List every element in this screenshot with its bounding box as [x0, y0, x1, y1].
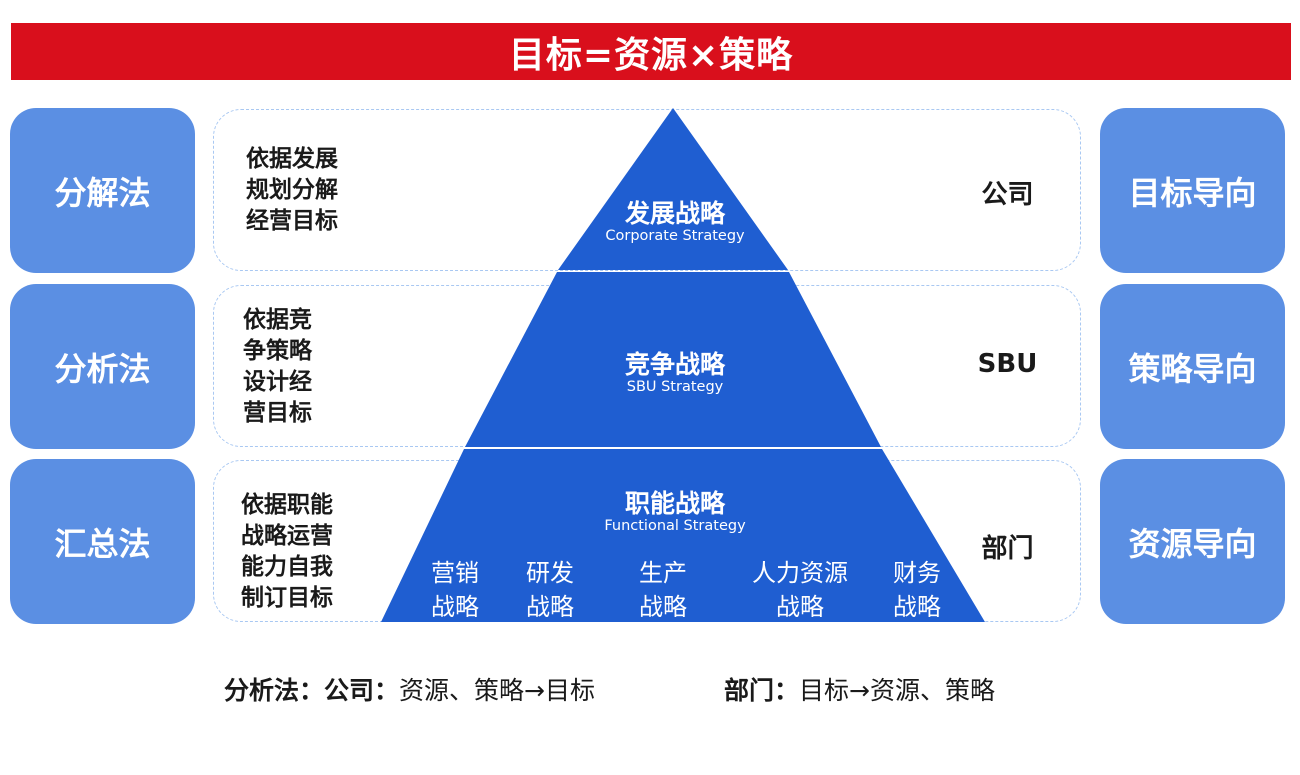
- func-item-marketing: 营销战略: [431, 559, 479, 621]
- tier-subtitle-corporate: Corporate Strategy: [605, 228, 745, 244]
- tier-title-sbu: 竞争战略: [624, 350, 725, 379]
- level-label-sbu: SBU: [977, 349, 1038, 379]
- orientation-box-goal: 目标导向: [1100, 108, 1285, 273]
- basis-text-company: 依据发展 规划分解 经营目标: [246, 146, 338, 234]
- tier-subtitle-functional: Functional Strategy: [604, 518, 746, 534]
- basis-text-department: 依据职能 战略运营 能力自我 制订目标: [241, 492, 333, 611]
- footer-department-label: 部门：: [724, 676, 800, 705]
- method-box-aggregate: 汇总法: [10, 459, 195, 624]
- method-box-analyze: 分析法: [10, 284, 195, 449]
- orientation-box-resource: 资源导向: [1100, 459, 1285, 624]
- level-label-company: 公司: [981, 180, 1034, 210]
- orientation-box-strategy: 策略导向: [1100, 284, 1285, 449]
- tier-title-corporate: 发展战略: [624, 199, 725, 228]
- method-box-decompose: 分解法: [10, 108, 195, 273]
- pyramid-tier-corporate: [558, 108, 788, 270]
- pyramid-tier-sbu: [465, 272, 881, 447]
- tier-title-functional: 职能战略: [624, 489, 725, 518]
- footer-department-text: 目标→资源、策略: [799, 676, 995, 705]
- footer-company-text: 资源、策略→目标: [399, 676, 595, 705]
- footer-company-label: 分析法：公司：: [224, 676, 400, 705]
- func-item-rnd: 研发战略: [526, 559, 574, 621]
- func-item-production: 生产战略: [639, 559, 687, 621]
- func-item-finance: 财务战略: [893, 559, 941, 621]
- func-item-hr: 人力资源战略: [752, 559, 848, 621]
- footer-company-flow: 分析法：公司：资源、策略→目标: [224, 671, 595, 707]
- pyramid-tier-functional: [381, 449, 985, 622]
- tier-subtitle-sbu: SBU Strategy: [626, 379, 724, 395]
- page-title: 目标=资源×策略: [11, 23, 1291, 80]
- row-frame-company: [213, 109, 1081, 271]
- basis-text-sbu: 依据竞 争策略 设计经 营目标: [243, 307, 312, 426]
- footer-department-flow: 部门：目标→资源、策略: [724, 671, 995, 707]
- level-label-department: 部门: [981, 534, 1034, 564]
